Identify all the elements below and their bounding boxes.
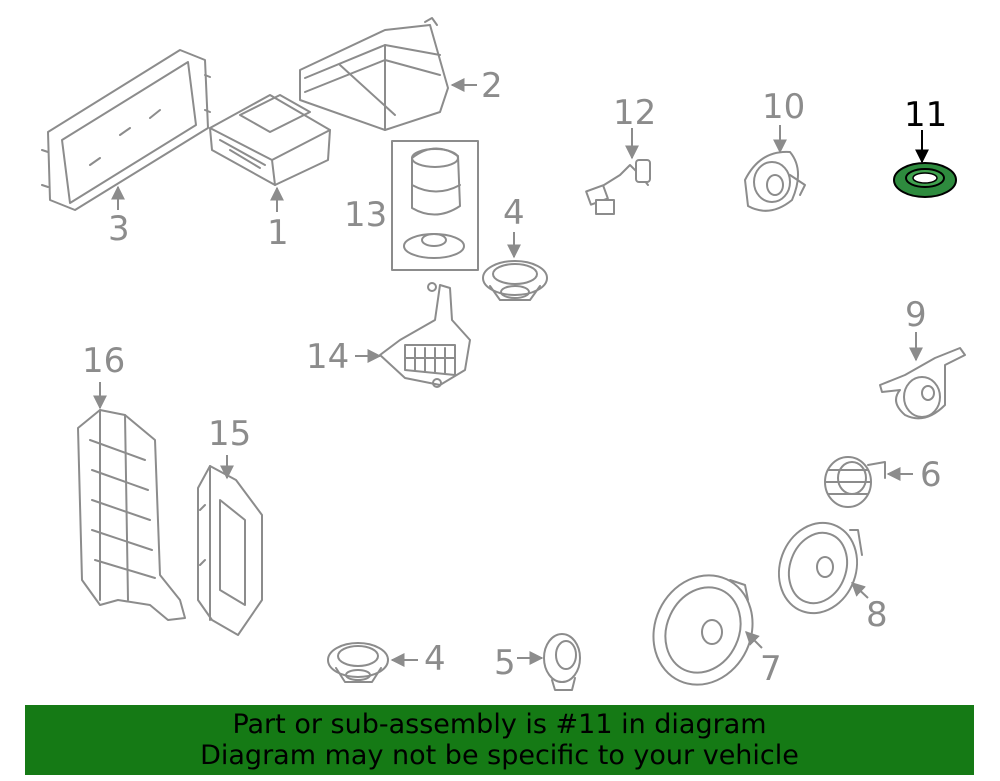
callout-15: 15	[208, 414, 251, 454]
part-13-speaker-kit[interactable]	[391, 140, 479, 271]
callout-4-lower: 4	[424, 639, 446, 679]
part-16-mounting-bracket[interactable]	[77, 409, 186, 621]
part-9-tweeter-bracket[interactable]	[879, 347, 966, 420]
callout-14: 14	[306, 337, 349, 377]
callout-5: 5	[494, 643, 516, 683]
banner-background	[25, 705, 974, 775]
part-14-speaker-bracket[interactable]	[379, 282, 471, 388]
callout-12: 12	[613, 93, 656, 133]
callout-6: 6	[920, 455, 942, 495]
part-5-tweeter[interactable]	[543, 633, 581, 691]
part-4-speaker-upper[interactable]	[482, 260, 548, 301]
callout-11-selected: 11	[904, 95, 947, 135]
banner-line-2: Diagram may not be specific to your vehi…	[200, 740, 799, 771]
callout-9: 9	[905, 295, 927, 335]
part-2-media-drive[interactable]	[299, 17, 449, 131]
part-15-amplifier[interactable]	[197, 465, 263, 636]
info-banner: Part or sub-assembly is #11 in diagram D…	[25, 705, 974, 775]
part-1-radio-module[interactable]	[209, 94, 331, 186]
banner-line-1: Part or sub-assembly is #11 in diagram	[232, 709, 767, 740]
callout-16: 16	[82, 341, 125, 381]
callout-3: 3	[108, 209, 130, 249]
part-6-tweeter[interactable]	[824, 456, 886, 508]
callout-4-upper: 4	[503, 193, 525, 233]
part-7-large-speaker[interactable]	[636, 559, 770, 701]
part-11-speaker-ring-selected[interactable]	[893, 162, 957, 198]
part-10-tweeter[interactable]	[744, 150, 806, 212]
callout-2: 2	[481, 66, 503, 106]
callout-10: 10	[762, 87, 805, 127]
callout-1: 1	[267, 213, 289, 253]
callout-7: 7	[760, 649, 782, 689]
part-12-wiring-pigtail[interactable]	[585, 159, 651, 215]
callout-8: 8	[866, 595, 888, 635]
part-8-door-speaker[interactable]	[767, 512, 870, 624]
part-4-speaker-lower[interactable]	[327, 642, 389, 683]
part-3-display-screen[interactable]	[41, 49, 211, 211]
callout-13: 13	[344, 195, 387, 235]
